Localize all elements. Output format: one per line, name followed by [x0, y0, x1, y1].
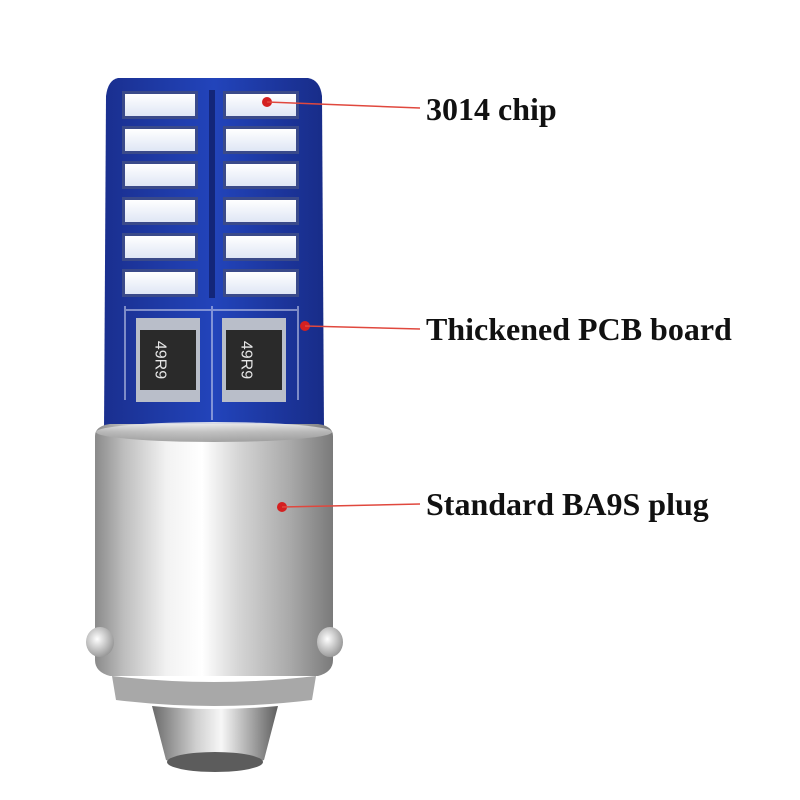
led-column-left [122, 91, 198, 297]
resistor-marking: 49R9 [238, 341, 255, 379]
callout-line [266, 101, 421, 109]
bayonet-pin-right [317, 627, 343, 657]
callout-label-pcb: Thickened PCB board [426, 311, 732, 347]
base-neck [112, 676, 316, 706]
callout-line [304, 325, 421, 330]
callout-chip [262, 97, 421, 109]
callout-plug [277, 502, 421, 512]
callout-line [281, 503, 421, 508]
resistor-left: 49R9 [136, 318, 200, 402]
led-column-right [223, 91, 299, 297]
resistor-marking: 49R9 [152, 341, 169, 379]
pcb-trace [124, 306, 299, 420]
bayonet-pin-left [86, 627, 114, 657]
metal-base [95, 424, 333, 676]
callout-pcb [300, 321, 421, 331]
resistor-right: 49R9 [222, 318, 286, 402]
metal-base-rim [96, 422, 332, 442]
callout-label-chip: 3014 chip [426, 91, 557, 127]
contact-tip [152, 706, 278, 769]
contact-tip-bottom [167, 752, 263, 772]
pcb-center-divider [209, 90, 215, 298]
callout-label-plug: Standard BA9S plug [426, 486, 709, 522]
